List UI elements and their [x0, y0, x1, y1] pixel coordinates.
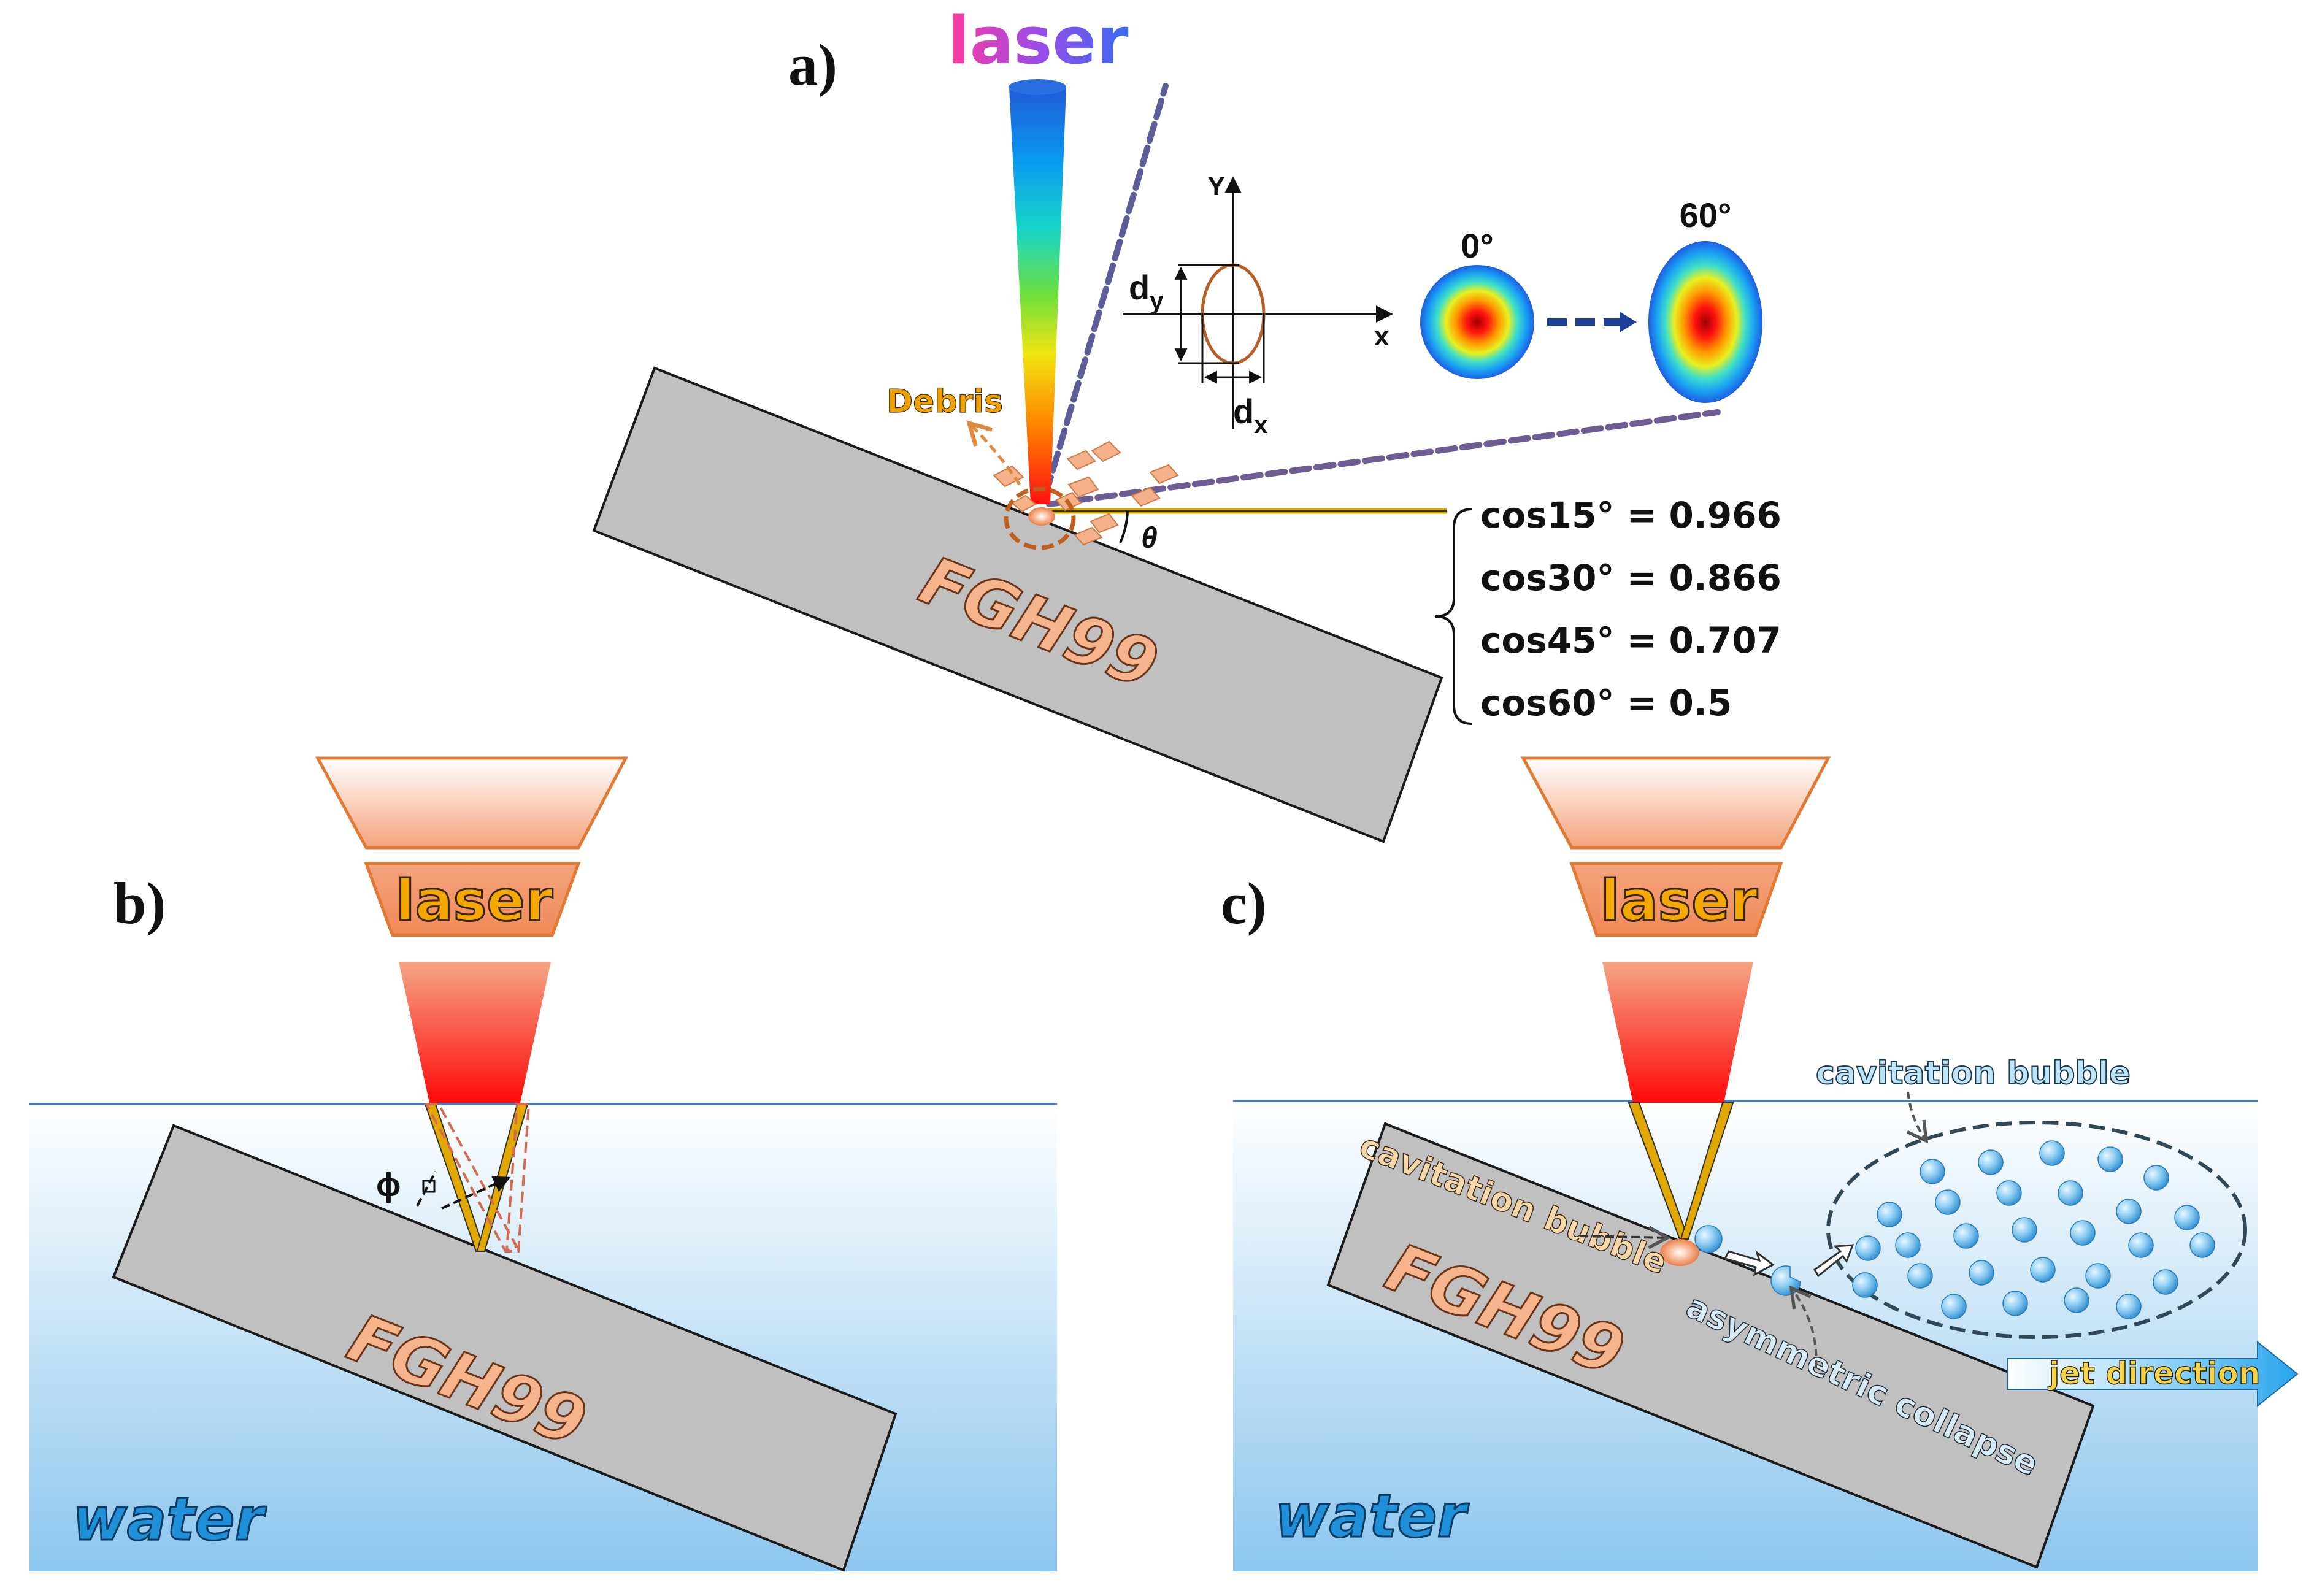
panel-b-original-beam-right	[505, 1103, 531, 1253]
panel-c-label: c)	[1221, 870, 1267, 936]
panel-a-laser-beam	[1009, 87, 1066, 504]
panel-c-bubble-cloud-label: cavitation bubble	[1816, 1055, 2131, 1092]
panel-c: c) laser cavitation bubble	[1221, 756, 2299, 1571]
panel-c-bubble-cloud-boundary	[1826, 1121, 2247, 1339]
panel-c-jet-arrow	[2007, 1340, 2299, 1408]
panel-a-plate	[592, 366, 1443, 843]
panel-a-cos-15: cos15° = 0.966	[1480, 494, 1781, 536]
panel-c-bubble-cloud	[1852, 1140, 2215, 1319]
panel-a-spot-circle	[1420, 265, 1534, 379]
panel-b-medium-label: water	[72, 1485, 267, 1554]
panel-a-theta-label: θ	[1141, 522, 1158, 554]
panel-c-collapse-pointer	[1789, 1285, 1818, 1368]
panel-c-plate	[1326, 1122, 2095, 1569]
panel-a-laser-top	[1009, 79, 1066, 95]
panel-a-cos-45: cos45° = 0.707	[1480, 620, 1781, 661]
panel-a-spot-ellipse-60	[1648, 241, 1762, 403]
panel-c-lens-middle	[1569, 862, 1783, 937]
panel-a-label: a)	[788, 32, 837, 98]
panel-a-axis-x-label: x	[1374, 321, 1389, 351]
panel-b: b) laser ϕ FGH99 water	[29, 756, 1057, 1572]
panel-c-bubble-pointer	[1579, 1226, 1671, 1249]
panel-c-laser-label: laser	[1601, 868, 1758, 934]
panel-c-growth-arrow	[1723, 1249, 1775, 1276]
panel-a-spot-axes: Y x dy dx	[1123, 171, 1393, 439]
panel-a: a) laser θ Debris	[592, 3, 1781, 843]
panel-c-jet-label: jet direction	[2048, 1356, 2260, 1391]
panel-a-dy-label: dy	[1129, 268, 1164, 315]
panel-a-debris-arrow	[966, 420, 1021, 486]
panel-b-phi-right-angle	[422, 1180, 436, 1193]
panel-a-laser-label: laser	[947, 3, 1128, 79]
panel-a-hotspot	[1028, 507, 1055, 526]
panel-a-spot-end-angle: 60°	[1680, 196, 1732, 234]
panel-a-spot-start-angle: 0°	[1461, 226, 1494, 265]
panel-b-lens-middle	[364, 862, 581, 937]
panel-a-ray-lower	[1046, 409, 1721, 507]
panel-b-beam	[399, 962, 551, 1103]
panel-c-beam	[1602, 962, 1753, 1103]
panel-c-refracted-beam-right	[1680, 1102, 1734, 1240]
panel-b-plate	[112, 1124, 897, 1572]
panel-a-debris-label: Debris	[886, 383, 1003, 420]
panel-a-axis-y-label: Y	[1207, 171, 1225, 201]
panel-a-cos-brace	[1435, 508, 1473, 725]
panel-c-bubble-cloud-pointer	[1906, 1091, 1929, 1144]
panel-c-medium-label: water	[1275, 1482, 1469, 1551]
panel-c-bubble-growing	[1694, 1225, 1723, 1253]
panel-c-collapse-arrow	[1813, 1244, 1854, 1278]
panel-b-phi-indicator	[416, 1172, 509, 1210]
panel-a-dx-label: dx	[1233, 392, 1267, 439]
panel-a-theta-arc	[1119, 510, 1129, 543]
panel-a-cos-30: cos30° = 0.866	[1480, 557, 1781, 599]
panel-b-phi-label: ϕ	[376, 1167, 401, 1203]
panel-a-cos-60: cos60° = 0.5	[1480, 682, 1732, 724]
panel-a-ray-upper	[1043, 83, 1169, 497]
panel-b-original-beam-left	[424, 1103, 518, 1253]
panel-b-label: b)	[113, 870, 166, 936]
panel-a-debris-particles	[993, 440, 1179, 546]
panel-c-lens-top	[1520, 756, 1831, 850]
panel-a-impact-zone	[1004, 486, 1076, 550]
panel-b-lens-top	[315, 756, 629, 850]
panel-b-laser-label: laser	[396, 868, 553, 934]
panel-a-spot-transition-arrowhead	[1620, 312, 1637, 332]
